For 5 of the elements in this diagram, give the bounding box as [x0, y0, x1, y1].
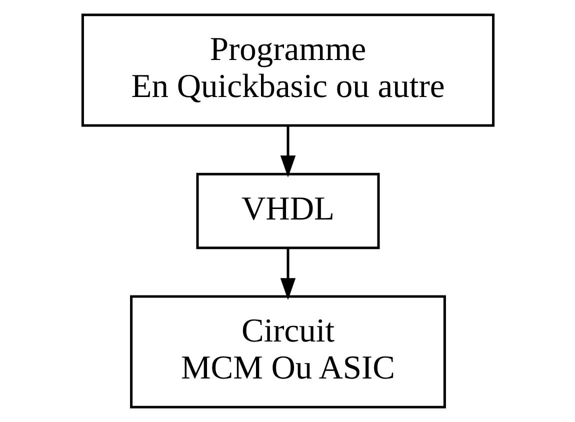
arrow	[280, 248, 296, 300]
node-box: VHDL	[196, 172, 380, 250]
node-box: Programme En Quickbasic ou autre	[80, 14, 494, 127]
node-box: Circuit MCM Ou ASIC	[130, 295, 446, 408]
arrow	[280, 126, 296, 178]
